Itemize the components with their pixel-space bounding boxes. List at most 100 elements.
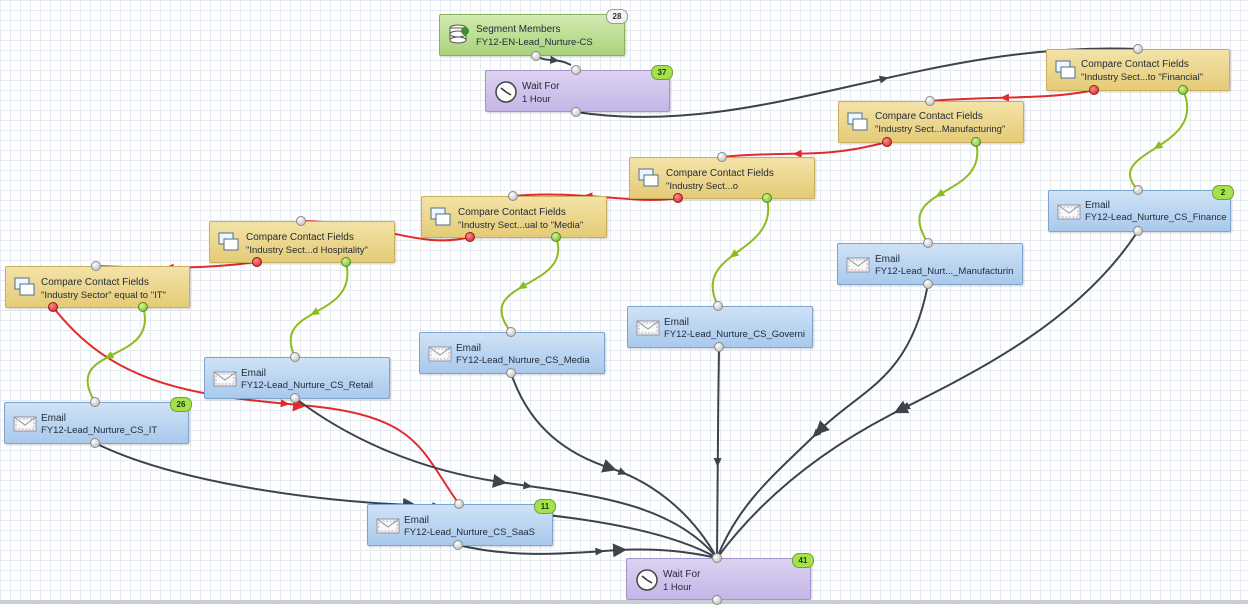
email-envelope-icon (428, 346, 452, 362)
email-government-node[interactable]: Email FY12-Lead_Nurture_CS_Governi (627, 306, 813, 348)
node-title: Email (404, 515, 430, 526)
connector-manufacturing-to-wait[interactable] (716, 283, 929, 559)
connector-financial-yes[interactable] (1129, 89, 1189, 191)
connector-media-yes[interactable] (500, 236, 560, 333)
contact-count-badge: 26 (170, 397, 192, 412)
connector-retail-to-wait[interactable] (294, 397, 718, 559)
node-subtitle: "Industry Sect...o (666, 181, 739, 192)
compare-contact-fields-manufacturing[interactable]: Compare Contact Fields "Industry Sect...… (838, 101, 1024, 143)
connector-manufacturing-no[interactable] (721, 141, 888, 158)
connector-arrowhead (280, 399, 290, 408)
contact-count-badge: 37 (651, 65, 673, 80)
wait-top-input-port[interactable] (571, 65, 581, 75)
email-saas-output-port[interactable] (453, 540, 463, 550)
compare-financial-no-port[interactable] (1089, 85, 1099, 95)
connector-arrowhead (595, 547, 605, 556)
wait-for-node-top[interactable]: Wait For 1 Hour 37 (485, 65, 673, 112)
email-retail-input-port[interactable] (290, 352, 300, 362)
email-government-input-port[interactable] (713, 301, 723, 311)
connector-financial-no[interactable] (929, 89, 1095, 102)
connector-government-yes[interactable] (711, 197, 770, 307)
email-media-output-port[interactable] (506, 368, 516, 378)
compare-it-input-port[interactable] (91, 261, 101, 271)
connector-media-to-wait[interactable] (510, 372, 718, 559)
compare-contact-fields-it[interactable]: Compare Contact Fields "Industry Sector"… (5, 266, 190, 308)
compare-hospitality-input-port[interactable] (296, 216, 306, 226)
compare-government-no-port[interactable] (673, 193, 683, 203)
connector-arrowhead (999, 93, 1010, 102)
compare-contact-fields-hospitality[interactable]: Compare Contact Fields "Industry Sect...… (209, 221, 395, 263)
compare-contact-fields-government[interactable]: Compare Contact Fields "Industry Sect...… (629, 157, 815, 199)
node-subtitle: FY12-Lead_Nurture_CS_Retail (241, 380, 374, 391)
email-manufacturing-input-port[interactable] (923, 238, 933, 248)
email-saas-node[interactable]: Email FY12-Lead_Nurture_CS_SaaS 11 (367, 499, 556, 546)
node-title: Compare Contact Fields (458, 207, 566, 218)
node-subtitle: FY12-EN-Lead_Nurture-CS (476, 37, 593, 48)
node-title: Compare Contact Fields (246, 232, 354, 243)
compare-government-yes-port[interactable] (762, 193, 772, 203)
compare-financial-yes-port[interactable] (1178, 85, 1188, 95)
email-envelope-icon (1057, 204, 1081, 220)
compare-contact-fields-media[interactable]: Compare Contact Fields "Industry Sect...… (421, 196, 607, 238)
connector-saas-to-wait[interactable] (457, 543, 718, 559)
connector-arrowhead (729, 249, 740, 258)
connector-arrowhead (1153, 141, 1164, 150)
email-retail-output-port[interactable] (290, 393, 300, 403)
email-finance-input-port[interactable] (1133, 185, 1143, 195)
segment-members-node[interactable]: Segment Members FY12-EN-Lead_Nurture-CS … (439, 9, 628, 56)
compare-government-input-port[interactable] (717, 152, 727, 162)
compare-media-input-port[interactable] (508, 191, 518, 201)
compare-financial-input-port[interactable] (1133, 44, 1143, 54)
compare-hospitality-no-port[interactable] (252, 257, 262, 267)
compare-hospitality-yes-port[interactable] (341, 257, 351, 267)
compare-manufacturing-input-port[interactable] (925, 96, 935, 106)
node-title: Compare Contact Fields (1081, 59, 1189, 70)
node-subtitle: 1 Hour (663, 582, 692, 593)
email-envelope-icon (13, 416, 37, 432)
connector-arrowhead (617, 467, 628, 475)
connector-finance-to-wait[interactable] (716, 230, 1139, 559)
node-subtitle: FY12-Lead_Nurt..._Manufacturin (875, 266, 1014, 277)
connector-arrowhead (812, 428, 822, 438)
email-envelope-icon (376, 518, 400, 534)
email-it-output-port[interactable] (90, 438, 100, 448)
wait-top-output-port[interactable] (571, 107, 581, 117)
node-title: Email (664, 317, 690, 328)
connector-arrowhead (104, 351, 115, 359)
connector-government-to-wait[interactable] (716, 346, 720, 559)
compare-media-yes-port[interactable] (551, 232, 561, 242)
compare-it-no-port[interactable] (48, 302, 58, 312)
compare-media-no-port[interactable] (465, 232, 475, 242)
connector-hospitality-yes[interactable] (289, 261, 349, 358)
connector-manufacturing-yes[interactable] (918, 141, 979, 244)
compare-it-yes-port[interactable] (138, 302, 148, 312)
compare-manufacturing-no-port[interactable] (882, 137, 892, 147)
segment-output-port[interactable] (531, 51, 541, 61)
compare-fields-icon (847, 112, 868, 131)
email-media-input-port[interactable] (506, 327, 516, 337)
node-title: Compare Contact Fields (666, 168, 774, 179)
email-saas-input-port[interactable] (454, 499, 464, 509)
wait-for-node-bottom[interactable]: Wait For 1 Hour 41 (626, 553, 814, 600)
email-it-input-port[interactable] (90, 397, 100, 407)
contact-count-badge: 11 (534, 499, 556, 514)
contact-count-badge: 41 (792, 553, 814, 568)
connector-arrowhead (878, 75, 889, 84)
compare-contact-fields-financial[interactable]: Compare Contact Fields "Industry Sect...… (1046, 49, 1230, 91)
compare-fields-icon (430, 207, 451, 226)
node-title: Wait For (663, 569, 701, 580)
email-government-output-port[interactable] (714, 342, 724, 352)
connector-it-yes[interactable] (86, 306, 146, 403)
email-finance-output-port[interactable] (1133, 226, 1143, 236)
node-subtitle: FY12-Lead_Nurture_CS_IT (41, 425, 158, 436)
connector-arrowhead (935, 188, 946, 198)
compare-fields-icon (14, 277, 35, 296)
email-manufacturing-output-port[interactable] (923, 279, 933, 289)
compare-manufacturing-yes-port[interactable] (971, 137, 981, 147)
email-manufacturing-node[interactable]: Email FY12-Lead_Nurt..._Manufacturin (837, 243, 1023, 285)
node-subtitle: "Industry Sector" equal to "IT" (41, 290, 166, 301)
wait-bottom-input-port[interactable] (712, 553, 722, 563)
contact-count-badge: 28 (606, 9, 628, 24)
node-subtitle: "Industry Sect...to "Financial" (1081, 72, 1204, 83)
